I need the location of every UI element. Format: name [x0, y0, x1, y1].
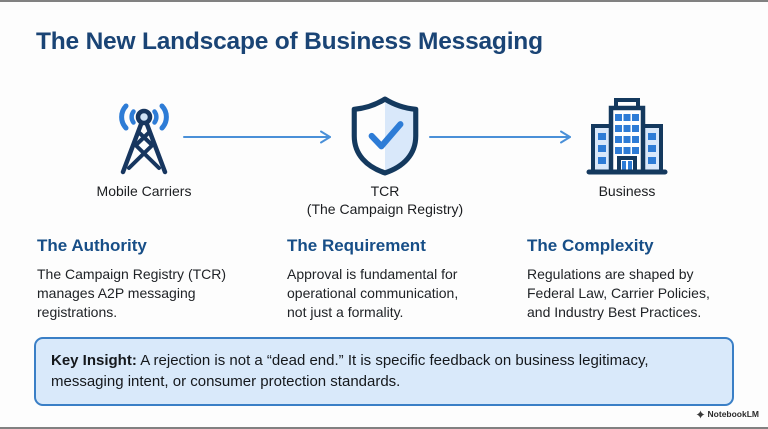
key-insight-callout: Key Insight: A rejection is not a “dead …: [34, 337, 734, 406]
notebooklm-logo-icon: [696, 410, 705, 418]
column-body: Regulations are shaped by Federal Law, C…: [527, 266, 710, 320]
flow-node-label: Business: [598, 183, 656, 199]
flow-node-label: Mobile Carriers: [96, 183, 192, 199]
flow-node-tcr: TCR (The Campaign Registry): [275, 93, 495, 218]
flow-arrow-icon: [429, 130, 571, 144]
watermark-label: NotebookLM: [707, 409, 759, 419]
office-building-icon: [585, 93, 669, 179]
shield-check-icon: [346, 93, 424, 179]
key-insight-text: Key Insight: A rejection is not a “dead …: [51, 350, 717, 392]
key-insight-label: Key Insight:: [51, 352, 137, 369]
key-insight-body: A rejection is not a “dead end.” It is s…: [51, 352, 649, 390]
column-body: Approval is fundamental for operational …: [287, 266, 459, 320]
flow-node-mobile-carriers: Mobile Carriers: [34, 93, 254, 200]
column-body: The Campaign Registry (TCR) manages A2P …: [37, 266, 227, 320]
page-title: The New Landscape of Business Messaging: [36, 28, 543, 55]
column-heading: The Requirement: [287, 236, 426, 255]
flow-node-business: Business: [517, 93, 737, 200]
column-complexity: The Complexity Regulations are shaped by…: [527, 236, 764, 322]
watermark: NotebookLM: [696, 409, 759, 419]
flow-node-label: TCR: [370, 183, 400, 199]
bottom-letterbox-line: [0, 427, 768, 429]
column-heading: The Authority: [37, 236, 147, 255]
column-requirement: The Requirement Approval is fundamental …: [287, 236, 524, 322]
flow-arrow-icon: [183, 130, 331, 144]
column-heading: The Complexity: [527, 236, 654, 255]
top-letterbox-line: [0, 0, 768, 2]
flow-node-sublabel: (The Campaign Registry): [306, 201, 464, 217]
column-authority: The Authority The Campaign Registry (TCR…: [37, 236, 274, 322]
radio-tower-icon: [103, 93, 185, 179]
